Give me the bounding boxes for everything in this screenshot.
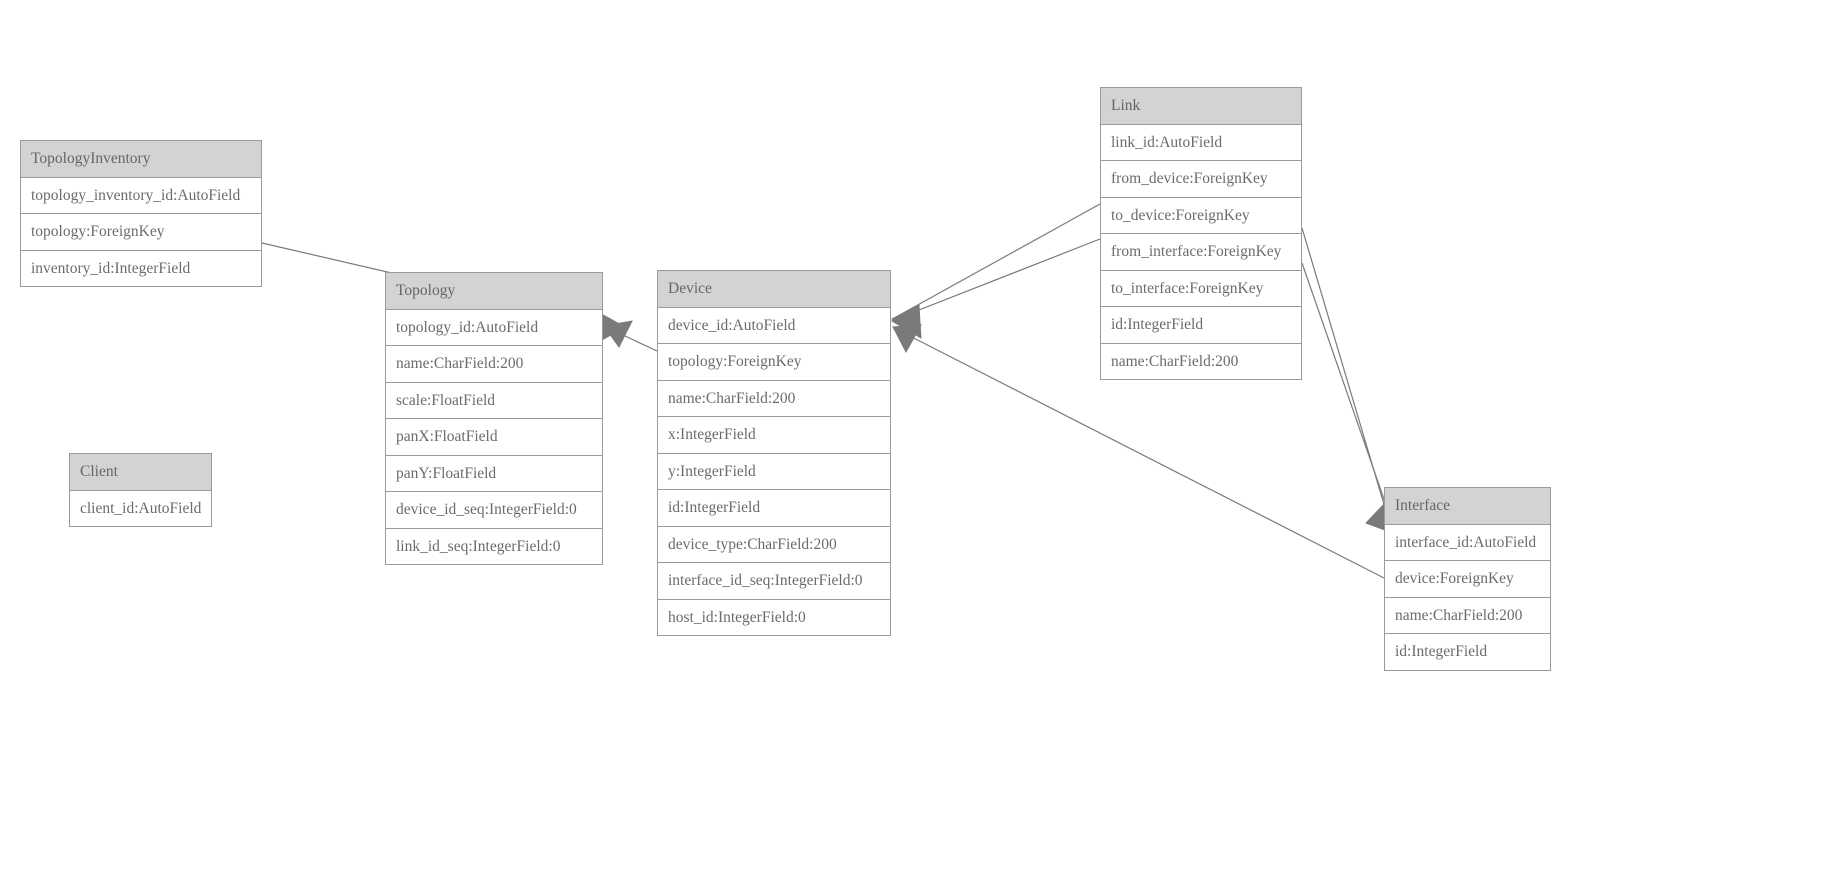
relationship-edge xyxy=(890,238,1101,339)
edge-line xyxy=(1301,262,1395,529)
field-row: from_interface:ForeignKey xyxy=(1101,234,1301,271)
field-row: name:CharField:200 xyxy=(1385,597,1550,634)
field-row: name:CharField:200 xyxy=(658,380,890,417)
field-row: x:IntegerField xyxy=(658,417,890,454)
field-row: client_id:AutoField xyxy=(70,490,211,526)
edge-line xyxy=(895,203,1101,318)
field-row: link_id_seq:IntegerField:0 xyxy=(386,528,602,564)
field-row: device:ForeignKey xyxy=(1385,561,1550,598)
entity-title-client: Client xyxy=(70,454,211,491)
relationship-edge xyxy=(1301,262,1397,534)
field-row: id:IntegerField xyxy=(1385,634,1550,670)
field-row: interface_id_seq:IntegerField:0 xyxy=(658,563,890,600)
field-row: topology:ForeignKey xyxy=(21,214,261,251)
edge-arrowhead xyxy=(890,306,922,339)
field-row: id:IntegerField xyxy=(658,490,890,527)
edge-line xyxy=(895,238,1101,320)
field-row: host_id:IntegerField:0 xyxy=(658,599,890,635)
entity-title-topology: Topology xyxy=(386,273,602,310)
field-row: device_id_seq:IntegerField:0 xyxy=(386,492,602,529)
relationship-edge xyxy=(603,320,658,352)
field-row: panX:FloatField xyxy=(386,419,602,456)
field-row: device_id:AutoField xyxy=(658,307,890,344)
field-row: topology_id:AutoField xyxy=(386,309,602,346)
edge-arrowhead xyxy=(890,304,921,337)
field-row: device_type:CharField:200 xyxy=(658,526,890,563)
entity-title-device: Device xyxy=(658,271,890,308)
edge-line xyxy=(607,327,658,352)
field-row: inventory_id:IntegerField xyxy=(21,250,261,286)
field-row: interface_id:AutoField xyxy=(1385,524,1550,561)
relationship-edge xyxy=(890,203,1101,337)
field-row: topology:ForeignKey xyxy=(658,344,890,381)
edge-arrowhead xyxy=(892,324,922,354)
field-row: panY:FloatField xyxy=(386,455,602,492)
entity-title-link: Link xyxy=(1101,88,1301,125)
entity-title-topology_inventory: TopologyInventory xyxy=(21,141,261,178)
field-row: scale:FloatField xyxy=(386,382,602,419)
relationship-edge xyxy=(1301,227,1394,534)
field-row: to_device:ForeignKey xyxy=(1101,197,1301,234)
field-row: name:CharField:200 xyxy=(386,346,602,383)
edge-arrowhead xyxy=(603,320,633,348)
entity-title-interface: Interface xyxy=(1385,488,1550,525)
field-row: to_interface:ForeignKey xyxy=(1101,270,1301,307)
field-row: link_id:AutoField xyxy=(1101,124,1301,161)
field-row: id:IntegerField xyxy=(1101,307,1301,344)
edge-line xyxy=(1301,227,1392,529)
field-row: y:IntegerField xyxy=(658,453,890,490)
field-row: topology_inventory_id:AutoField xyxy=(21,177,261,214)
field-row: from_device:ForeignKey xyxy=(1101,161,1301,198)
field-row: name:CharField:200 xyxy=(1101,343,1301,379)
